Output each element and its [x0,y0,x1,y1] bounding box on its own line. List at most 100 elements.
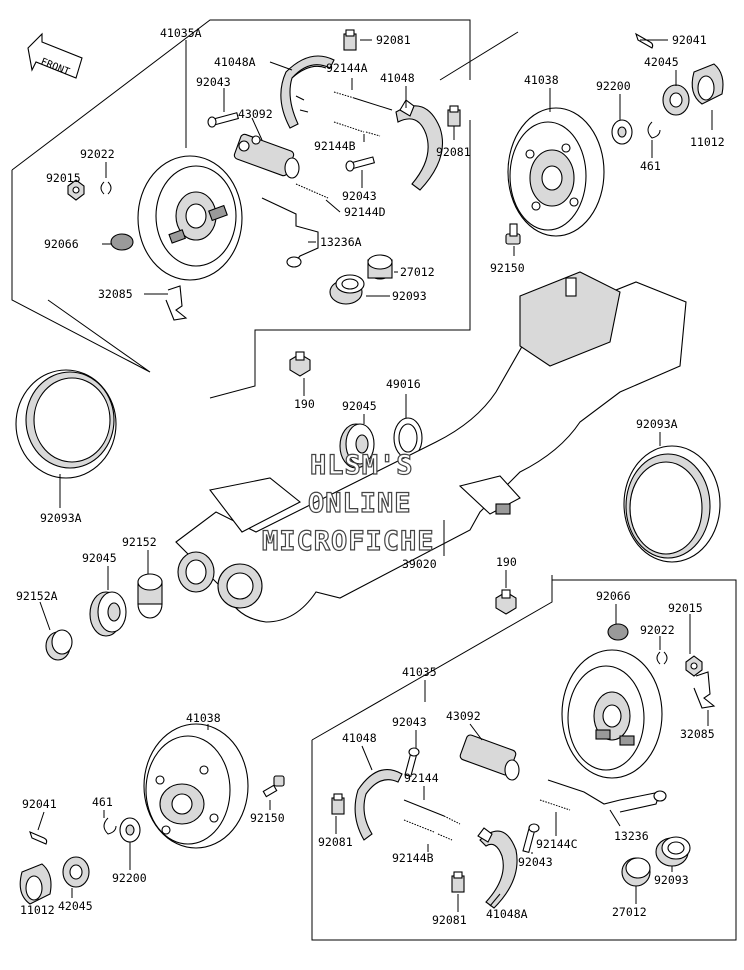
pin-92043-bottom2 [522,823,540,854]
label-92144C: 92144C [536,837,578,851]
label-42045-top: 42045 [644,55,679,69]
label-92144B-bottom: 92144B [392,851,434,865]
watermark-line-2: ONLINE [308,488,412,519]
axle-housing-39020 [175,271,687,623]
label-92043-bottom1: 92043 [392,715,427,729]
spring-92144B-bottom [403,819,453,841]
label-461-top: 461 [640,159,661,173]
label-92152A: 92152A [16,589,58,603]
part-labels: 41035A 92081 92041 41048A 92144A 42045 9… [16,26,725,927]
label-13236: 13236 [614,829,649,843]
lever-13236 [547,779,667,813]
nut-92015-top [67,179,85,201]
label-92150-top: 92150 [490,261,525,275]
label-43092-top: 43092 [238,107,273,121]
label-92150-bottom: 92150 [250,811,285,825]
label-92045-left: 92045 [82,551,117,565]
bushing-92152 [137,573,163,619]
label-92144: 92144 [404,771,439,785]
label-92144A: 92144A [326,61,368,75]
bracket-32085-bottom [693,671,716,709]
nut-42045-bottom [62,856,90,888]
label-92015-top: 92015 [46,171,81,185]
cap-11012-bottom [19,863,52,905]
wheel-cylinder-bottom [459,734,520,781]
brake-backing-plate-top [137,155,243,281]
pin-92043-top1 [207,112,240,128]
seal-92093-bottom [655,836,691,867]
spring-92144C [539,799,571,811]
label-461-bottom: 461 [92,795,113,809]
label-92043-top2: 92043 [342,189,377,203]
label-42045-bottom: 42045 [58,899,93,913]
label-92093A-left: 92093A [40,511,82,525]
label-41048-top: 41048 [380,71,415,85]
label-92081-bottom1: 92081 [318,835,353,849]
label-92093-top: 92093 [392,289,427,303]
bearing-92045-mid [339,423,375,469]
label-92200-top: 92200 [596,79,631,93]
seal-ring-92093A-left [15,369,117,479]
brake-shoe-41048A-top [280,55,335,129]
label-92144B-top: 92144B [314,139,356,153]
label-92043-top1: 92043 [196,75,231,89]
clip-92022-bottom [656,651,668,665]
clip-461-bottom [103,817,117,835]
label-92015-bottom: 92015 [668,601,703,615]
label-92200-bottom: 92200 [112,871,147,885]
seal-92093-top [329,274,365,305]
lever-13236A [261,197,319,268]
label-92022-bottom: 92022 [640,623,675,637]
clip-92081-top1 [343,29,357,51]
label-39020: 39020 [402,557,437,571]
seal-ring-92093A-right [623,445,721,563]
label-27012-top: 27012 [400,265,435,279]
fitting-190-bottom [495,589,517,615]
label-41038-top: 41038 [524,73,559,87]
bearing-92045-left [89,591,127,637]
bushing-27012-bottom [621,857,651,887]
nut-42045-top [662,84,690,116]
label-92152: 92152 [122,535,157,549]
label-92081-bottom2: 92081 [432,913,467,927]
wheel-cylinder-top [233,133,300,179]
label-41035: 41035 [402,665,437,679]
label-43092-bottom: 43092 [446,709,481,723]
watermark: HLSM'S ONLINE MICROFICHE [261,449,435,557]
label-190-bottom: 190 [496,555,517,569]
clip-461-top [647,121,661,139]
label-41048-bottom: 41048 [342,731,377,745]
clip-92081-top2 [447,105,461,127]
label-92041-top: 92041 [672,33,707,47]
bolt-92150-top [505,223,521,245]
label-92043-bottom2: 92043 [518,855,553,869]
bushing-92152A [45,629,73,661]
plug-92066-bottom [607,623,629,641]
label-92041-bottom: 92041 [22,797,57,811]
label-92081-top1: 92081 [376,33,411,47]
label-41048A-bottom: 41048A [486,907,528,921]
watermark-line-3: MICROFICHE [262,526,435,557]
pin-92043-bottom1 [404,747,420,778]
spring-92144 [403,799,461,825]
label-41035A: 41035A [160,26,202,40]
front-arrow-icon: FRONT [27,32,83,79]
brake-drum-41038-top [507,107,605,237]
clip-92022-top [100,181,112,195]
label-190-top: 190 [294,397,315,411]
spring-92144A [333,91,393,111]
label-32085-bottom: 32085 [680,727,715,741]
label-92093-bottom: 92093 [654,873,689,887]
brake-shoe-41048-bottom [354,769,403,841]
bracket-32085-top [165,285,188,321]
label-92144D: 92144D [344,205,386,219]
label-92022-top: 92022 [80,147,115,161]
clip-92081-bottom2 [451,871,465,893]
pin-92041-top [635,32,654,49]
label-32085-top: 32085 [98,287,133,301]
bolt-92150-bottom [262,775,285,798]
nut-92015-bottom [685,655,703,677]
brake-drum-41038-bottom [143,723,249,849]
fitting-190-top [289,351,311,377]
